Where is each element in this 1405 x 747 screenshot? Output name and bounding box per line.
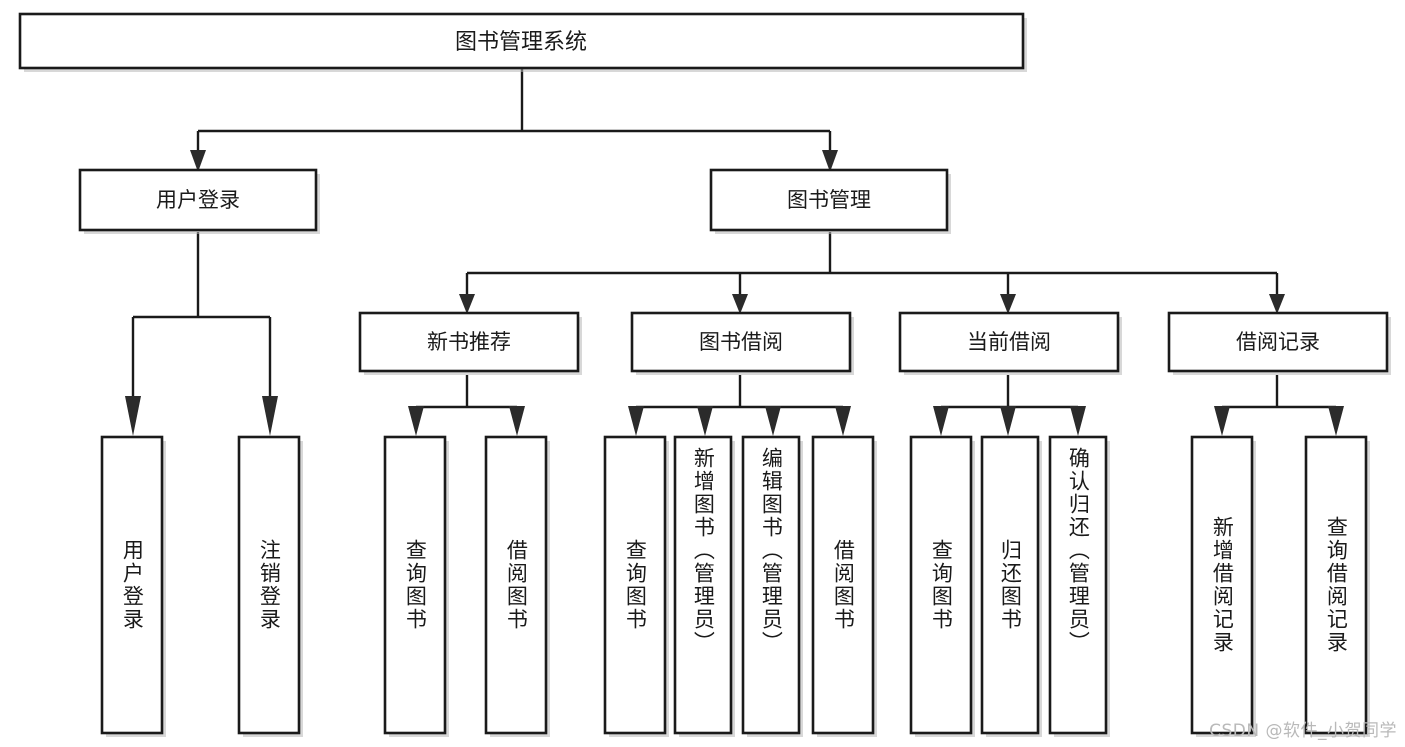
root-label: 图书管理系统 [455,30,587,55]
leaf-query-book-1-box[interactable] [383,435,447,735]
connector-layer [125,68,1344,436]
arrow-to-book-manage [822,150,838,172]
user-login-box[interactable] [78,168,318,232]
arrow-leaf-query-book-2 [628,406,644,436]
borrow-record-label: 借阅记录 [1236,330,1320,354]
node-new-book-recommend[interactable]: 新书推荐 [358,311,582,375]
arrow-to-book-borrow [732,294,748,314]
root-box[interactable] [18,12,1025,70]
arrow-to-user-login [190,150,206,172]
arrow-leaf-borrow-book-1 [509,406,525,436]
node-current-borrow[interactable]: 当前借阅 [898,311,1122,375]
csdn-watermark: CSDN @软件_小贺同学 [1209,721,1397,741]
leaf-query-book-2-box[interactable] [603,435,667,735]
book-borrow-box[interactable] [630,311,852,373]
arrow-leaf-query-record [1328,406,1344,436]
node-book-manage[interactable]: 图书管理 [709,168,951,234]
leaf-query-record-box[interactable] [1304,435,1368,735]
arrow-leaf-edit-book [765,406,781,436]
arrow-to-current-borrow [1000,294,1016,314]
new-book-recommend-box[interactable] [358,311,580,373]
leaf-query-book-3-box[interactable] [909,435,973,735]
arrow-to-new-book-recommend [459,294,475,314]
arrow-leaf-query-book-1 [408,406,424,436]
node-book-borrow[interactable]: 图书借阅 [630,311,854,375]
book-borrow-label: 图书借阅 [699,330,783,354]
arrow-leaf-add-record [1214,406,1230,436]
arrow-leaf-add-book [697,406,713,436]
current-borrow-box[interactable] [898,311,1120,373]
leaf-borrow-book-1-box[interactable] [484,435,548,735]
arrow-leaf-return-book [1000,406,1016,436]
leaf-add-record-box[interactable] [1190,435,1254,735]
leaf-add-book-box[interactable] [673,435,733,735]
book-manage-box[interactable] [709,168,949,232]
leaf-boxes-layer [100,435,1370,737]
node-borrow-record[interactable]: 借阅记录 [1167,311,1391,375]
arrow-leaf-logout-login [262,396,278,436]
current-borrow-label: 当前借阅 [967,330,1051,354]
leaf-confirm-return-box[interactable] [1048,435,1108,735]
arrow-leaf-borrow-book-2 [835,406,851,436]
node-root[interactable]: 图书管理系统 [18,12,1027,72]
leaf-borrow-book-2-box[interactable] [811,435,875,735]
arrow-leaf-user-login [125,396,141,436]
leaf-user-login-box[interactable] [100,435,164,735]
arrow-to-borrow-record [1269,294,1285,314]
borrow-record-box[interactable] [1167,311,1389,373]
arrow-leaf-confirm-return [1070,406,1086,436]
book-manage-label: 图书管理 [787,188,871,212]
user-login-label: 用户登录 [156,188,240,212]
new-book-recommend-label: 新书推荐 [427,330,511,354]
leaf-logout-login-box[interactable] [237,435,301,735]
leaf-return-book-box[interactable] [980,435,1040,735]
leaf-edit-book-box[interactable] [741,435,801,735]
node-user-login[interactable]: 用户登录 [78,168,320,234]
arrow-leaf-query-book-3 [933,406,949,436]
